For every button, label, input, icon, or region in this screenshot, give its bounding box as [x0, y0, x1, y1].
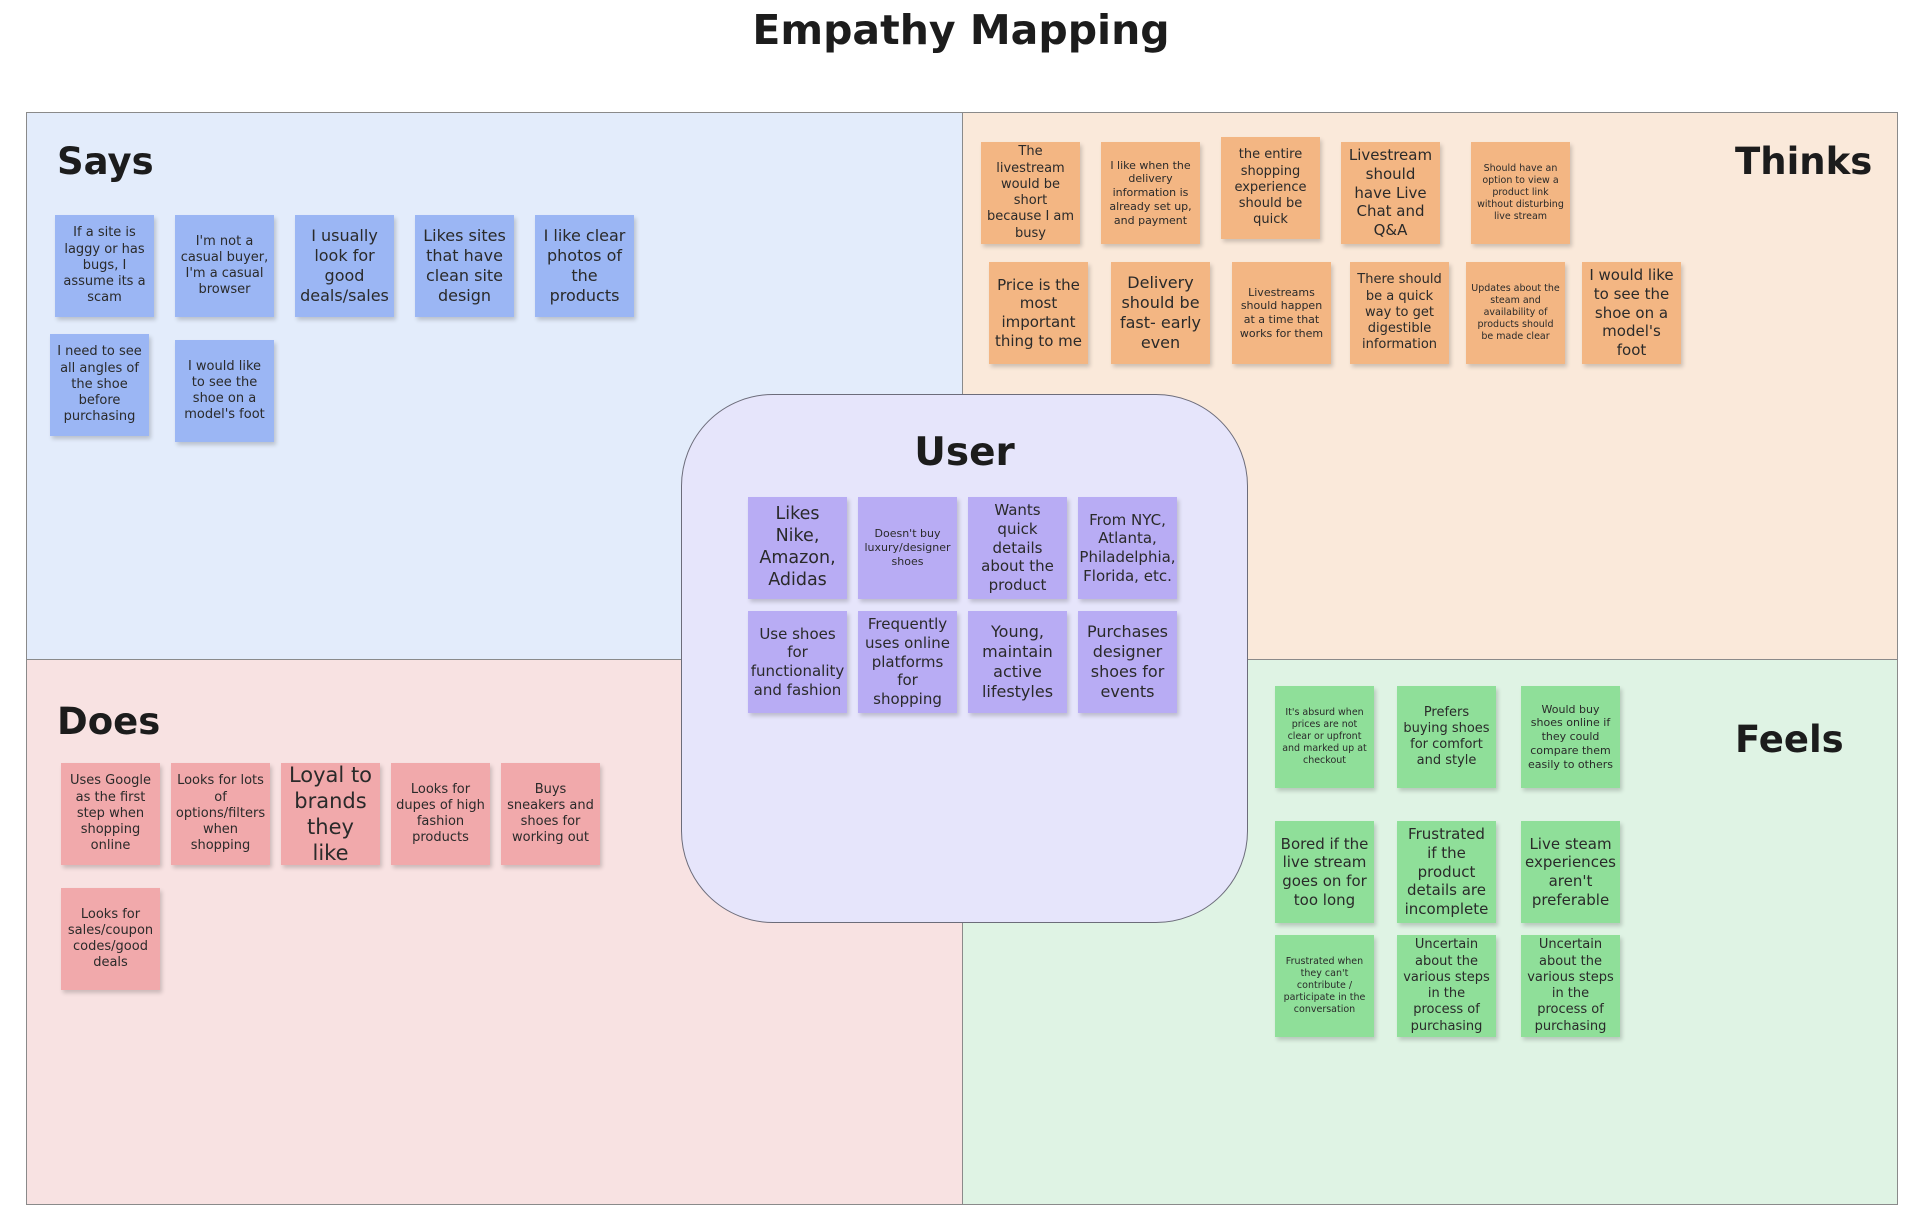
feels-label: Feels: [1735, 718, 1844, 761]
says-label: Says: [57, 140, 154, 183]
feels-note[interactable]: Frustrated if the product details are in…: [1397, 821, 1496, 923]
does-note[interactable]: Uses Google as the first step when shopp…: [61, 763, 160, 865]
thinks-note[interactable]: Should have an option to view a product …: [1471, 142, 1570, 244]
feels-note[interactable]: Would buy shoes online if they could com…: [1521, 686, 1620, 788]
does-label: Does: [57, 700, 161, 743]
feels-note[interactable]: Frustrated when they can't contribute / …: [1275, 935, 1374, 1037]
board-title: Empathy Mapping: [752, 6, 1170, 54]
user-note[interactable]: Likes Nike, Amazon, Adidas: [748, 497, 847, 599]
feels-note[interactable]: Prefers buying shoes for comfort and sty…: [1397, 686, 1496, 788]
thinks-note[interactable]: I would like to see the shoe on a model'…: [1582, 262, 1681, 364]
says-note[interactable]: Likes sites that have clean site design: [415, 215, 514, 317]
user-note[interactable]: From NYC, Atlanta, Philadelphia, Florida…: [1078, 497, 1177, 599]
thinks-note[interactable]: Price is the most important thing to me: [989, 262, 1088, 364]
does-note[interactable]: Looks for sales/coupon codes/good deals: [61, 888, 160, 990]
thinks-note[interactable]: I like when the delivery information is …: [1101, 142, 1200, 244]
user-note[interactable]: Doesn't buy luxury/designer shoes: [858, 497, 957, 599]
does-note[interactable]: Looks for dupes of high fashion products: [391, 763, 490, 865]
user-note[interactable]: Young, maintain active lifestyles: [968, 611, 1067, 713]
feels-note[interactable]: Live steam experiences aren't preferable: [1521, 821, 1620, 923]
user-note[interactable]: Purchases designer shoes for events: [1078, 611, 1177, 713]
user-label: User: [914, 430, 1015, 475]
thinks-note[interactable]: the entire shopping experience should be…: [1221, 137, 1320, 239]
user-note[interactable]: Use shoes for functionality and fashion: [748, 611, 847, 713]
thinks-note[interactable]: There should be a quick way to get diges…: [1350, 262, 1449, 364]
says-note[interactable]: I'm not a casual buyer, I'm a casual bro…: [175, 215, 274, 317]
feels-note[interactable]: Uncertain about the various steps in the…: [1397, 935, 1496, 1037]
thinks-label: Thinks: [1735, 140, 1873, 183]
does-note[interactable]: Looks for lots of options/filters when s…: [171, 763, 270, 865]
does-note[interactable]: Buys sneakers and shoes for working out: [501, 763, 600, 865]
says-note[interactable]: I usually look for good deals/sales: [295, 215, 394, 317]
says-note[interactable]: I would like to see the shoe on a model'…: [175, 340, 274, 442]
user-note[interactable]: Wants quick details about the product: [968, 497, 1067, 599]
says-note[interactable]: I like clear photos of the products: [535, 215, 634, 317]
feels-note[interactable]: Uncertain about the various steps in the…: [1521, 935, 1620, 1037]
says-note[interactable]: I need to see all angles of the shoe bef…: [50, 334, 149, 436]
does-note[interactable]: Loyal to brands they like: [281, 763, 380, 865]
thinks-note[interactable]: Delivery should be fast- early even: [1111, 262, 1210, 364]
feels-note[interactable]: It's absurd when prices are not clear or…: [1275, 686, 1374, 788]
says-note[interactable]: If a site is laggy or has bugs, I assume…: [55, 215, 154, 317]
feels-note[interactable]: Bored if the live stream goes on for too…: [1275, 821, 1374, 923]
thinks-note[interactable]: Updates about the steam and availability…: [1466, 262, 1565, 364]
thinks-note[interactable]: Livestream should have Live Chat and Q&A: [1341, 142, 1440, 244]
user-note[interactable]: Frequently uses online platforms for sho…: [858, 611, 957, 713]
thinks-note[interactable]: The livestream would be short because I …: [981, 142, 1080, 244]
thinks-note[interactable]: Livestreams should happen at a time that…: [1232, 262, 1331, 364]
